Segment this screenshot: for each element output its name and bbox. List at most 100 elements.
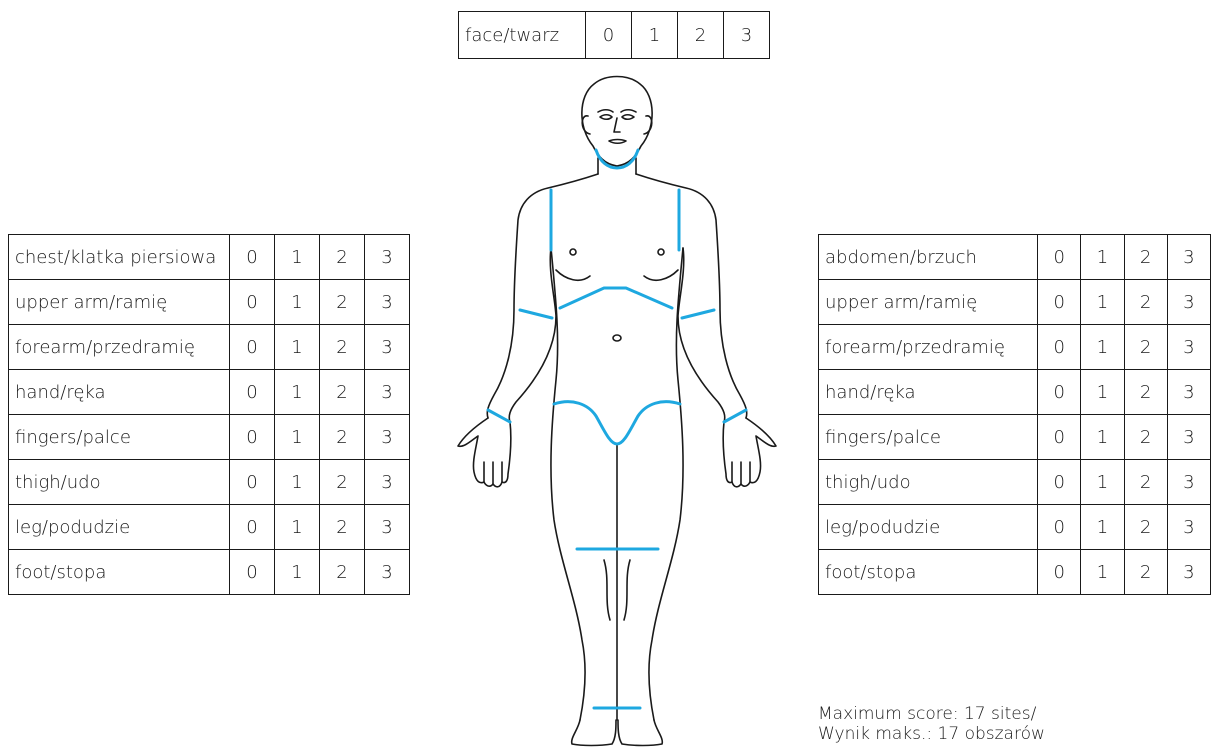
score-3[interactable]: 3 [1167, 415, 1210, 460]
score-1[interactable]: 1 [275, 325, 320, 370]
score-2[interactable]: 2 [320, 235, 365, 280]
left-row-thigh: thigh/udo 0 1 2 3 [9, 460, 410, 505]
score-1[interactable]: 1 [1081, 550, 1124, 595]
face-score-2[interactable]: 2 [678, 12, 724, 59]
score-3[interactable]: 3 [1167, 280, 1210, 325]
score-2[interactable]: 2 [320, 460, 365, 505]
left-arm-outer [487, 174, 598, 418]
score-0[interactable]: 0 [230, 235, 275, 280]
row-label: chest/klatka piersiowa [9, 235, 230, 280]
left-eye [600, 115, 612, 120]
score-3[interactable]: 3 [1167, 370, 1210, 415]
score-0[interactable]: 0 [1038, 460, 1081, 505]
score-2[interactable]: 2 [1124, 280, 1167, 325]
score-0[interactable]: 0 [1038, 325, 1081, 370]
score-1[interactable]: 1 [1081, 280, 1124, 325]
score-1[interactable]: 1 [1081, 505, 1124, 550]
score-3[interactable]: 3 [1167, 325, 1210, 370]
row-label: foot/stopa [9, 550, 230, 595]
nose [614, 118, 620, 132]
face-label: face/twarz [459, 12, 586, 59]
score-0[interactable]: 0 [230, 280, 275, 325]
left-nipple [570, 249, 576, 255]
right-row-leg: leg/podudzie 0 1 2 3 [819, 505, 1211, 550]
score-3[interactable]: 3 [365, 505, 410, 550]
score-1[interactable]: 1 [275, 550, 320, 595]
max-score-line-2: Wynik maks.: 17 obszarów [818, 724, 1045, 744]
score-0[interactable]: 0 [1038, 370, 1081, 415]
score-3[interactable]: 3 [365, 415, 410, 460]
right-knee [624, 560, 630, 620]
score-3[interactable]: 3 [1167, 550, 1210, 595]
row-label: fingers/palce [9, 415, 230, 460]
score-1[interactable]: 1 [1081, 460, 1124, 505]
right-foot [618, 720, 662, 746]
score-2[interactable]: 2 [320, 325, 365, 370]
face-score-0[interactable]: 0 [586, 12, 632, 59]
score-2[interactable]: 2 [1124, 235, 1167, 280]
score-3[interactable]: 3 [365, 280, 410, 325]
score-2[interactable]: 2 [320, 505, 365, 550]
score-3[interactable]: 3 [365, 460, 410, 505]
right-wrist-boundary [724, 410, 746, 422]
score-1[interactable]: 1 [275, 460, 320, 505]
right-score-table: abdomen/brzuch 0 1 2 3 upper arm/ramię 0… [818, 234, 1211, 595]
row-label: thigh/udo [9, 460, 230, 505]
score-0[interactable]: 0 [1038, 235, 1081, 280]
face-score-1[interactable]: 1 [632, 12, 678, 59]
score-2[interactable]: 2 [1124, 325, 1167, 370]
face-score-3[interactable]: 3 [724, 12, 770, 59]
left-row-fingers: fingers/palce 0 1 2 3 [9, 415, 410, 460]
score-0[interactable]: 0 [230, 370, 275, 415]
left-row-upper-arm: upper arm/ramię 0 1 2 3 [9, 280, 410, 325]
score-0[interactable]: 0 [230, 415, 275, 460]
score-1[interactable]: 1 [1081, 325, 1124, 370]
right-row-forearm: forearm/przedramię 0 1 2 3 [819, 325, 1211, 370]
score-0[interactable]: 0 [230, 460, 275, 505]
left-knee [604, 560, 610, 620]
score-0[interactable]: 0 [1038, 280, 1081, 325]
left-eyebrow [598, 110, 613, 112]
score-1[interactable]: 1 [1081, 415, 1124, 460]
right-nipple [658, 249, 664, 255]
score-3[interactable]: 3 [1167, 505, 1210, 550]
score-3[interactable]: 3 [365, 370, 410, 415]
row-label: thigh/udo [819, 460, 1038, 505]
left-row-chest: chest/klatka piersiowa 0 1 2 3 [9, 235, 410, 280]
score-0[interactable]: 0 [1038, 505, 1081, 550]
score-1[interactable]: 1 [1081, 235, 1124, 280]
score-0[interactable]: 0 [1038, 550, 1081, 595]
score-0[interactable]: 0 [230, 550, 275, 595]
score-2[interactable]: 2 [1124, 370, 1167, 415]
score-3[interactable]: 3 [1167, 460, 1210, 505]
score-1[interactable]: 1 [275, 415, 320, 460]
face-score-row: face/twarz 0 1 2 3 [459, 12, 770, 59]
score-1[interactable]: 1 [275, 505, 320, 550]
score-0[interactable]: 0 [1038, 415, 1081, 460]
score-1[interactable]: 1 [275, 235, 320, 280]
score-2[interactable]: 2 [320, 550, 365, 595]
score-2[interactable]: 2 [320, 370, 365, 415]
right-row-upper-arm: upper arm/ramię 0 1 2 3 [819, 280, 1211, 325]
score-0[interactable]: 0 [230, 325, 275, 370]
left-score-table: chest/klatka piersiowa 0 1 2 3 upper arm… [8, 234, 410, 595]
score-3[interactable]: 3 [365, 550, 410, 595]
score-2[interactable]: 2 [320, 280, 365, 325]
score-2[interactable]: 2 [1124, 415, 1167, 460]
score-1[interactable]: 1 [275, 370, 320, 415]
score-3[interactable]: 3 [365, 235, 410, 280]
score-2[interactable]: 2 [320, 415, 365, 460]
max-score-note: Maximum score: 17 sites/ Wynik maks.: 17… [818, 704, 1045, 744]
score-2[interactable]: 2 [1124, 460, 1167, 505]
score-2[interactable]: 2 [1124, 505, 1167, 550]
right-arm-outer [636, 174, 747, 418]
score-3[interactable]: 3 [365, 325, 410, 370]
left-wrist-boundary [488, 410, 510, 422]
left-fingers [484, 462, 502, 484]
right-pectoral [644, 270, 678, 280]
score-1[interactable]: 1 [1081, 370, 1124, 415]
score-3[interactable]: 3 [1167, 235, 1210, 280]
score-0[interactable]: 0 [230, 505, 275, 550]
score-2[interactable]: 2 [1124, 550, 1167, 595]
score-1[interactable]: 1 [275, 280, 320, 325]
